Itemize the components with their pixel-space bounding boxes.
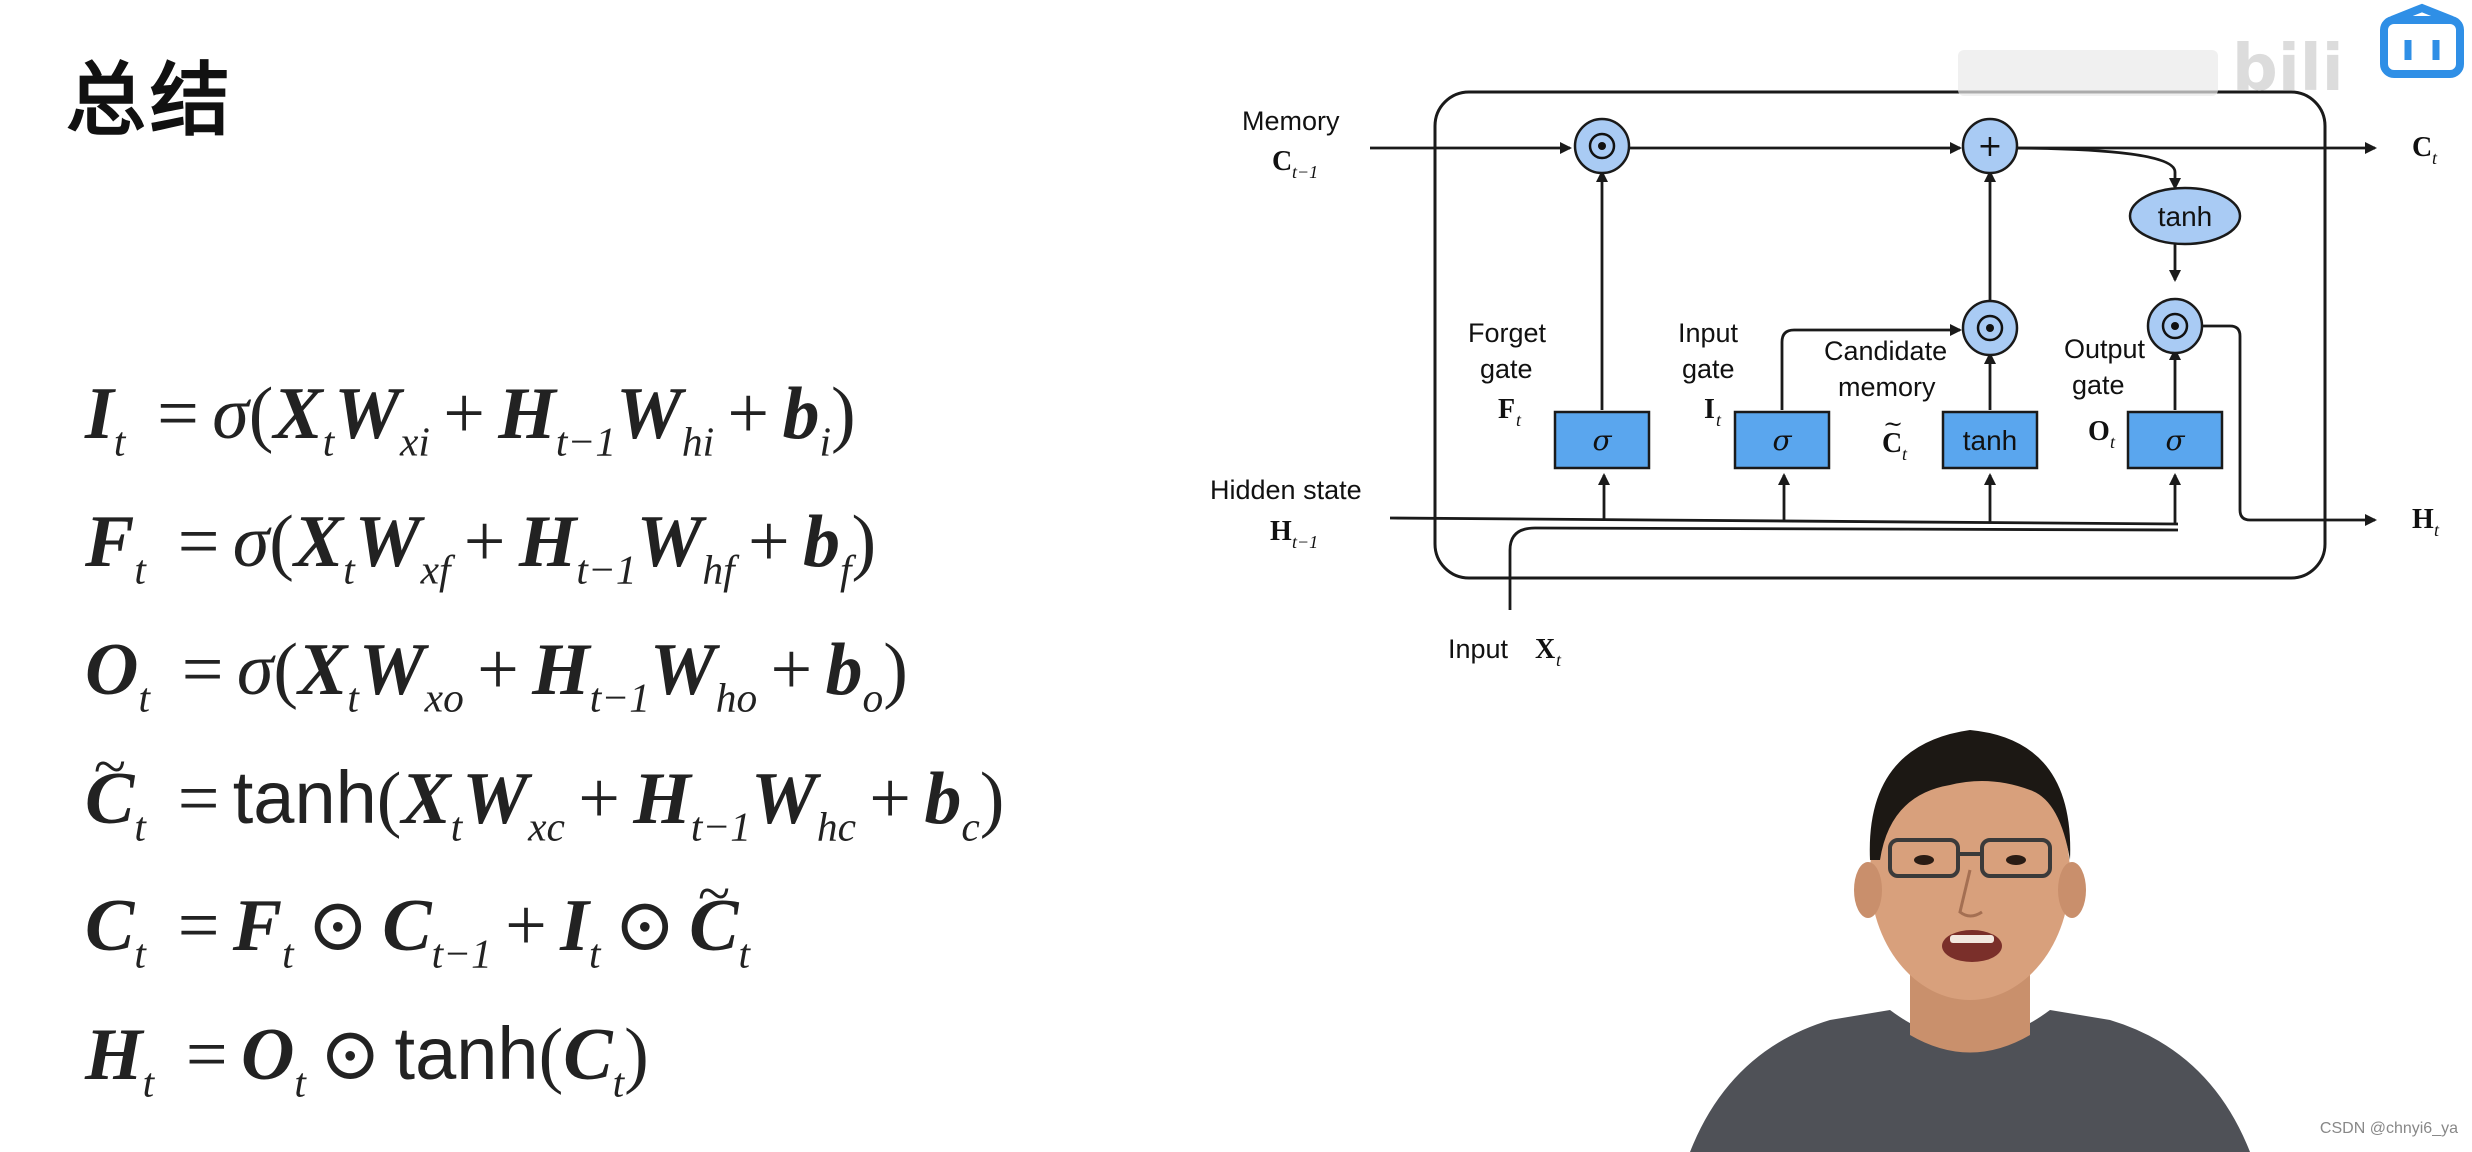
eq3-lhs: O — [85, 629, 139, 711]
plus-icon: + — [1961, 117, 2019, 175]
eq6-lhs: H — [85, 1014, 143, 1096]
forget-gate-label-2: gate — [1480, 354, 1533, 384]
equation-hidden-state: Ht =Ot⊙tanh(Ct) — [85, 1012, 649, 1106]
candidate-label-2: memory — [1838, 372, 1936, 402]
svg-text:bili: bili — [2232, 32, 2344, 106]
equation-memory-cell: Ct =Ft⊙Ct−1+It⊙Ct — [85, 829, 1245, 990]
presenter-photo — [1690, 730, 2250, 1152]
slide-title: 总结 — [66, 54, 234, 147]
tanh-node-icon: tanh — [2128, 186, 2242, 246]
eq6-fn: tanh — [394, 1012, 539, 1095]
output-gate-sigma-label: σ — [2165, 424, 2185, 457]
input-gate-sub: t — [1716, 410, 1722, 430]
input-gate-sigma — [1733, 410, 1831, 470]
forget-odot-icon — [1573, 117, 1631, 175]
hidden-state-label: Hidden state — [1210, 475, 1362, 505]
input-var: X — [1535, 634, 1555, 665]
csdn-credit: CSDN @chnyi6_ya — [2319, 1120, 2458, 1137]
eq3-lhs-sub: t — [138, 674, 150, 721]
input-label: Input — [1448, 634, 1509, 664]
eq6-lhs-sub: t — [142, 1059, 155, 1106]
hidden-state-var: H — [1270, 516, 1292, 547]
plus-label: + — [1977, 129, 2002, 164]
memory-label: Memory — [1242, 106, 1340, 136]
lstm-cell-border — [1433, 90, 2327, 580]
input-gate-label-2: gate — [1682, 354, 1735, 384]
output-var: O — [2088, 416, 2110, 447]
forget-gate-sigma — [1553, 410, 1651, 470]
input-gate-label: Input — [1678, 318, 1739, 348]
forget-sub: t — [1516, 410, 1522, 430]
forget-var: F — [1498, 394, 1515, 425]
eq2-lhs-sub: t — [134, 546, 146, 593]
forget-gate-label: Forget — [1468, 318, 1547, 348]
equation-forget-gate: Ft =σ(XtWxf+Ht−1Whf+bf) — [85, 501, 877, 593]
forget-gate-sigma-label: σ — [1592, 424, 1612, 457]
input-sub: t — [1556, 650, 1562, 670]
input-gate-sigma-label: σ — [1772, 424, 1792, 457]
equation-input-gate: It =σ(XtWxi+Ht−1Whi+bi) — [85, 373, 856, 465]
output-gate-label-2: gate — [2072, 370, 2125, 400]
output-sub: t — [2110, 432, 2116, 452]
memory-var: C — [1272, 146, 1292, 177]
candidate-sub: t — [1902, 444, 1908, 464]
candidate-var: C — [1882, 428, 1902, 459]
candidate-tanh-gate — [1941, 410, 2039, 470]
eq2-lhs: F — [85, 501, 135, 583]
candidate-label: Candidate — [1824, 336, 1947, 366]
output-h-sub: t — [2434, 520, 2440, 540]
output-h-var: H — [2412, 504, 2434, 535]
tanh-node-label: tanh — [2158, 201, 2213, 232]
lstm-diagram: σ σ tanh σ + tanh Memory C t−1 Hidden st… — [1210, 90, 2440, 670]
hidden-state-sub: t−1 — [1292, 532, 1318, 552]
eq4-fn: tanh — [232, 756, 377, 839]
eq5-lhs-sub: t — [134, 930, 146, 977]
output-c-sub: t — [2432, 148, 2438, 168]
bilibili-logo: bili — [1958, 3, 2464, 106]
eq4-lhs: C — [85, 702, 134, 863]
equation-output-gate: Ot =σ(XtWxo+Ht−1Who+bo) — [85, 629, 908, 721]
output-gate-label: Output — [2064, 334, 2146, 364]
output-c-var: C — [2412, 132, 2432, 163]
output-gate-sigma — [2126, 410, 2224, 470]
input-odot-icon — [1961, 299, 2019, 357]
eq1-lhs: I — [85, 373, 114, 455]
eq5-lhs: C — [85, 885, 135, 967]
candidate-tanh-label: tanh — [1963, 425, 2018, 456]
lstm-equations: It =σ(XtWxi+Ht−1Whi+bi) Ft =σ(XtWxf+Ht−1… — [85, 350, 1245, 1118]
equation-candidate-memory: Ct =tanh(XtWxc+Ht−1Whc+bc) — [85, 702, 1245, 863]
input-gate-var: I — [1704, 394, 1715, 425]
eq4-lhs-sub: t — [134, 803, 146, 850]
eq1-lhs-sub: t — [113, 418, 126, 465]
svg-text:~: ~ — [1883, 410, 1903, 438]
memory-sub: t−1 — [1292, 162, 1318, 182]
output-odot-icon — [2146, 297, 2204, 355]
